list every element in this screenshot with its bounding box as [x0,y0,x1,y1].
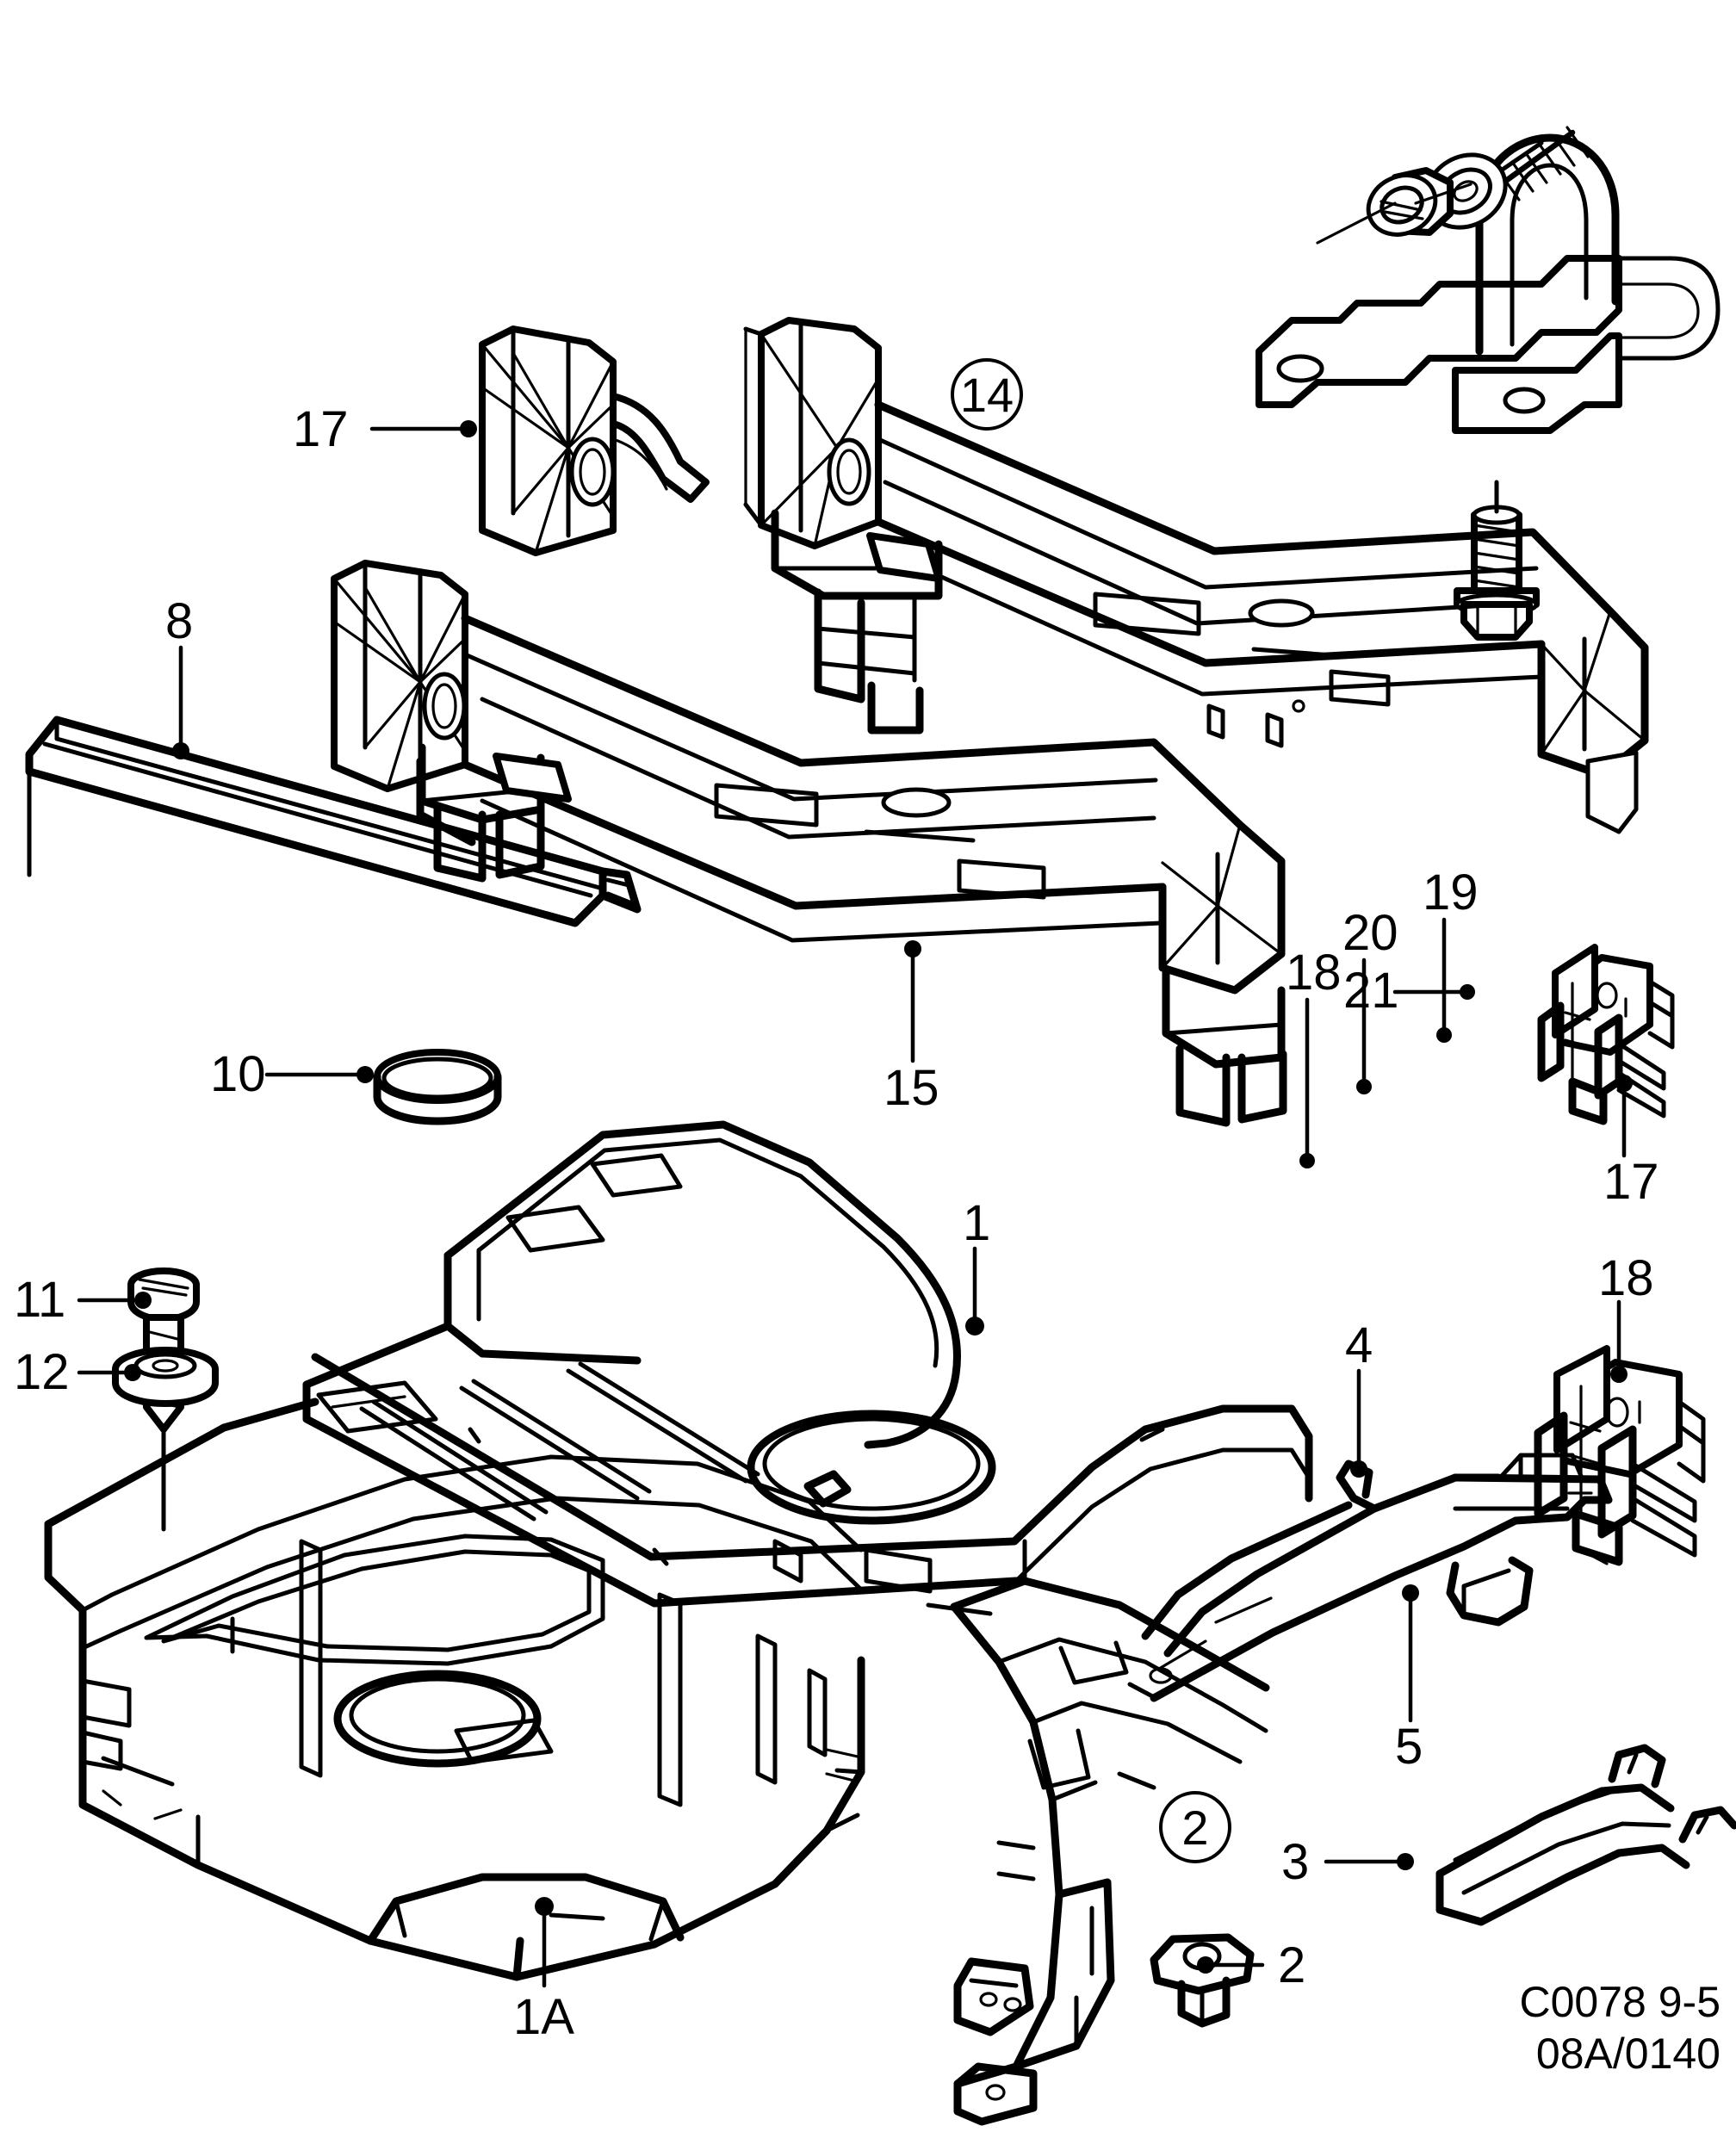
callout-15: 15 [884,1060,939,1116]
footer-drawing-code: C0078 9-5 [1519,1978,1721,2026]
callout-18: 18 [1286,945,1342,1001]
callout-11: 11 [14,1272,66,1328]
cross-member-4 [1435,1744,1736,1926]
nut-19 [1366,167,1454,237]
callout-circled-14: 14 [951,358,1023,431]
callout-16: 17 [293,401,349,457]
callout-10: 10 [210,1046,266,1102]
callout-circled-2: 2 [1159,1791,1231,1863]
rear-end-panel-lower-15 [331,560,1287,1127]
rear-end-panel-upper-14 [743,317,1649,834]
clip-nut-3 [1150,1933,1255,2028]
callout-4: 3 [1281,1834,1310,1890]
callout-1A: 1A [513,1989,574,2045]
floor-plug-10 [373,1049,502,1125]
flanged-bolt-21 [1454,480,1540,641]
rear-side-member-2 [950,1577,1270,2126]
bumper-clip-17-lower [1534,1345,1706,1566]
callout-21: 21 [1343,963,1399,1019]
callout-17-upper: 17 [1603,1154,1659,1210]
callout-1: 1 [963,1195,991,1251]
rear-floor-pan-front-1A [44,1398,865,1981]
bumper-clip-17-upper [1537,944,1675,1125]
callout-5: 4 [1345,1317,1373,1373]
towing-eye-bracket-group [1256,126,1720,434]
callout-3: 2 [1278,1937,1306,1993]
callout-6: 5 [1395,1719,1423,1775]
footer-sheet-code: 08A/0140 [1535,2030,1720,2078]
stud-threads [1497,126,1590,201]
leader-lines [77,420,1633,1988]
callout-8: 8 [165,593,194,649]
callout-19: 20 [1342,905,1398,961]
corner-bracket-16 [479,325,710,556]
callout-20: 19 [1423,865,1479,920]
callout-17-lower: 18 [1598,1250,1654,1306]
callout-12: 12 [14,1344,70,1400]
rear-seat-back-panel-8 [25,716,642,927]
